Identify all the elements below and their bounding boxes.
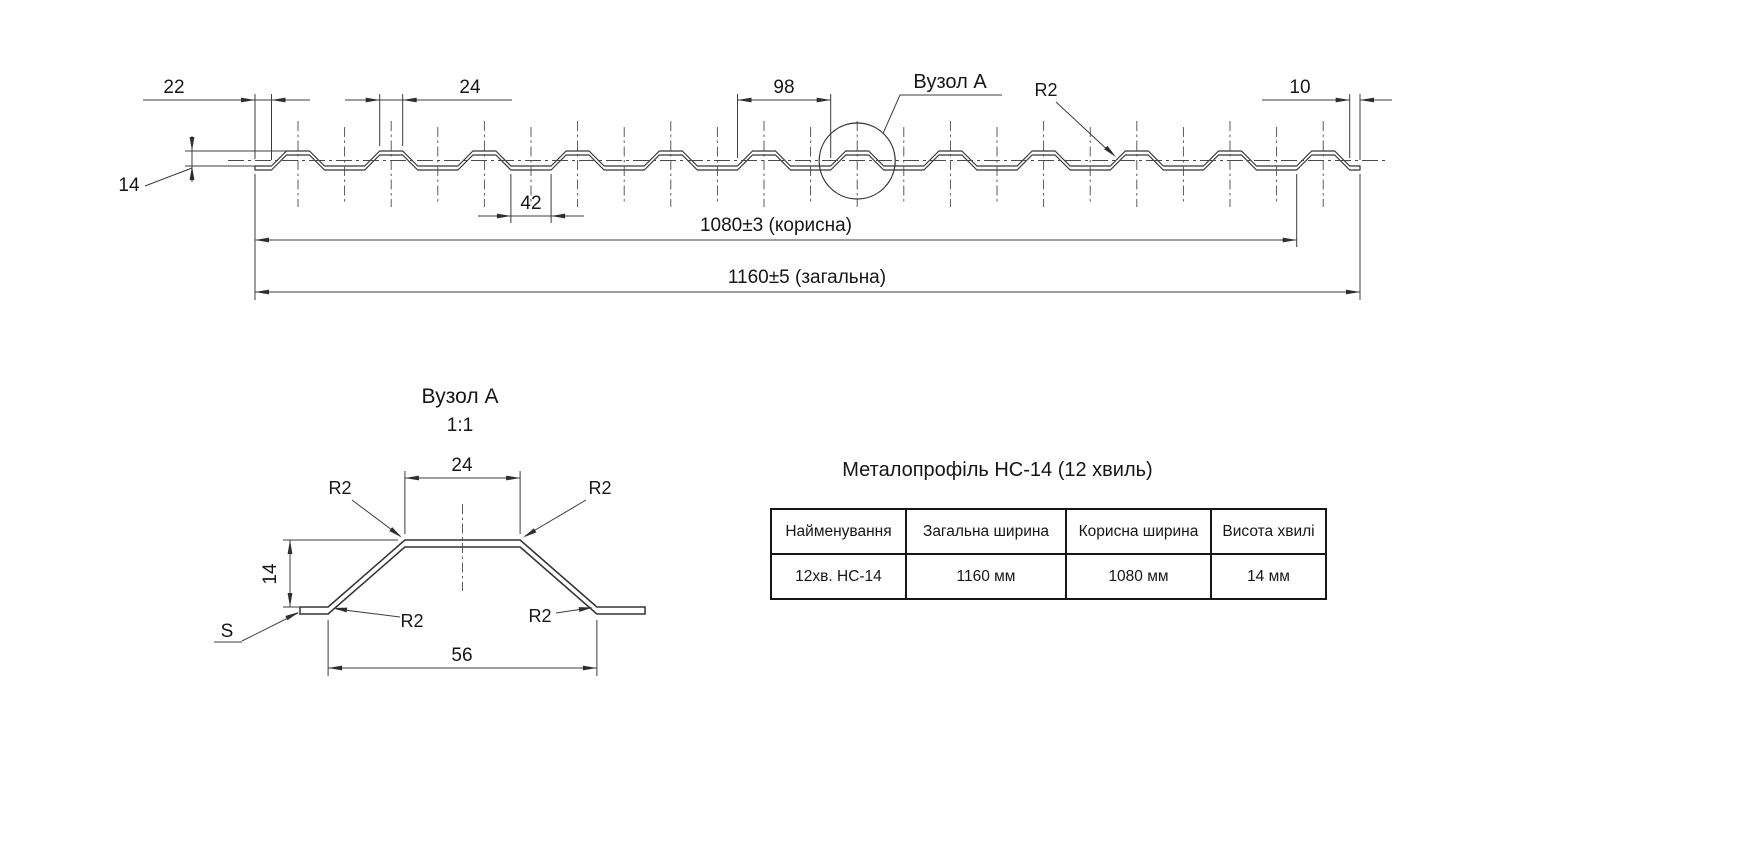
detail-radius-top-right: R2 <box>588 478 611 498</box>
dim-right-edge-offset: 10 <box>1289 77 1310 98</box>
dim-wave-pitch: 98 <box>773 77 794 98</box>
spec-cell-name: 12хв. НС-14 <box>770 553 907 600</box>
dim-crest-width: 24 <box>459 77 481 98</box>
drawing-labels: 22 24 98 10 Вузол А R2 14 42 1080±3 (кор… <box>118 71 1310 666</box>
drawing-line <box>144 167 193 187</box>
dimension-arrow <box>523 528 537 538</box>
dimension-arrow <box>271 97 286 103</box>
drawing-line <box>524 499 587 537</box>
dimension-arrow <box>328 665 343 671</box>
spec-cell-wave-height: 14 мм <box>1210 553 1327 600</box>
dim-left-edge-offset: 22 <box>163 77 184 98</box>
dimension-arrow <box>1360 97 1374 103</box>
profile-path <box>254 154 1361 171</box>
dimension-arrow <box>816 97 831 103</box>
detail-radius-bottom-right: R2 <box>528 606 551 626</box>
spec-section: Металопрофіль НС-14 (12 хвиль) Найменува… <box>770 458 1327 600</box>
spec-data-row: 12хв. НС-14 1160 мм 1080 мм 14 мм <box>770 553 1327 600</box>
dimension-arrow <box>578 607 593 612</box>
dim-total-width: 1160±5 (загальна) <box>728 267 886 288</box>
spec-table: Найменування Загальна ширина Корисна шир… <box>770 508 1327 600</box>
dimension-arrow <box>496 213 511 219</box>
dimension-arrow <box>1104 145 1116 157</box>
spec-col-wave-height: Висота хвилі <box>1210 508 1327 555</box>
spec-table-title: Металопрофіль НС-14 (12 хвиль) <box>842 459 1153 481</box>
drawing-line <box>1055 101 1113 155</box>
spec-cell-total-width: 1160 мм <box>905 553 1067 600</box>
dimension-arrow <box>402 97 417 103</box>
spec-col-useful-width: Корисна ширина <box>1065 508 1212 555</box>
dimension-arrow <box>255 237 269 243</box>
dimension-arrow <box>1346 289 1360 295</box>
dimension-arrow <box>551 213 566 219</box>
spec-cell-useful-width: 1080 мм <box>1065 553 1212 600</box>
detail-dim-crest-width: 24 <box>451 455 473 476</box>
dimension-arrow <box>287 593 293 607</box>
drawing-line <box>882 94 901 134</box>
dimension-arrow <box>287 540 293 554</box>
dim-wave-height: 14 <box>118 175 140 196</box>
detail-scale: 1:1 <box>447 415 473 436</box>
dimension-arrow <box>404 475 419 481</box>
dimension-arrow <box>1282 237 1297 243</box>
dim-useful-width: 1080±3 (корисна) <box>700 215 852 236</box>
dimension-arrow <box>737 97 752 103</box>
detail-dim-wave-height: 14 <box>260 563 281 585</box>
spec-col-name: Найменування <box>770 508 907 555</box>
node-a-callout: Вузол А <box>913 71 987 93</box>
detail-title: Вузол А <box>422 385 499 408</box>
radius-callout-top: R2 <box>1034 80 1057 100</box>
dimension-arrow <box>241 97 255 103</box>
detail-callout-circle <box>818 122 896 200</box>
dimension-arrow <box>189 166 195 180</box>
drawing-geometry <box>143 94 1392 676</box>
dimension-arrow <box>389 527 402 538</box>
dimension-arrow <box>365 97 380 103</box>
dimension-arrow <box>285 612 299 621</box>
detail-radius-top-left: R2 <box>328 478 351 498</box>
detail-dim-base-width: 56 <box>451 645 472 666</box>
dim-valley-width: 42 <box>520 193 541 214</box>
profile-path <box>299 539 646 608</box>
dimension-arrow <box>1335 97 1350 103</box>
detail-radius-bottom-left: R2 <box>400 611 423 631</box>
dimension-arrow <box>255 289 269 295</box>
profile-path <box>254 150 1361 167</box>
dimension-arrow <box>582 665 597 671</box>
dimension-arrow <box>506 475 521 481</box>
detail-thickness-label: S <box>221 621 234 642</box>
spec-col-total-width: Загальна ширина <box>905 508 1067 555</box>
spec-header-row: Найменування Загальна ширина Корисна шир… <box>770 508 1327 555</box>
dimension-arrow <box>333 607 348 613</box>
dimension-arrow <box>189 137 195 151</box>
